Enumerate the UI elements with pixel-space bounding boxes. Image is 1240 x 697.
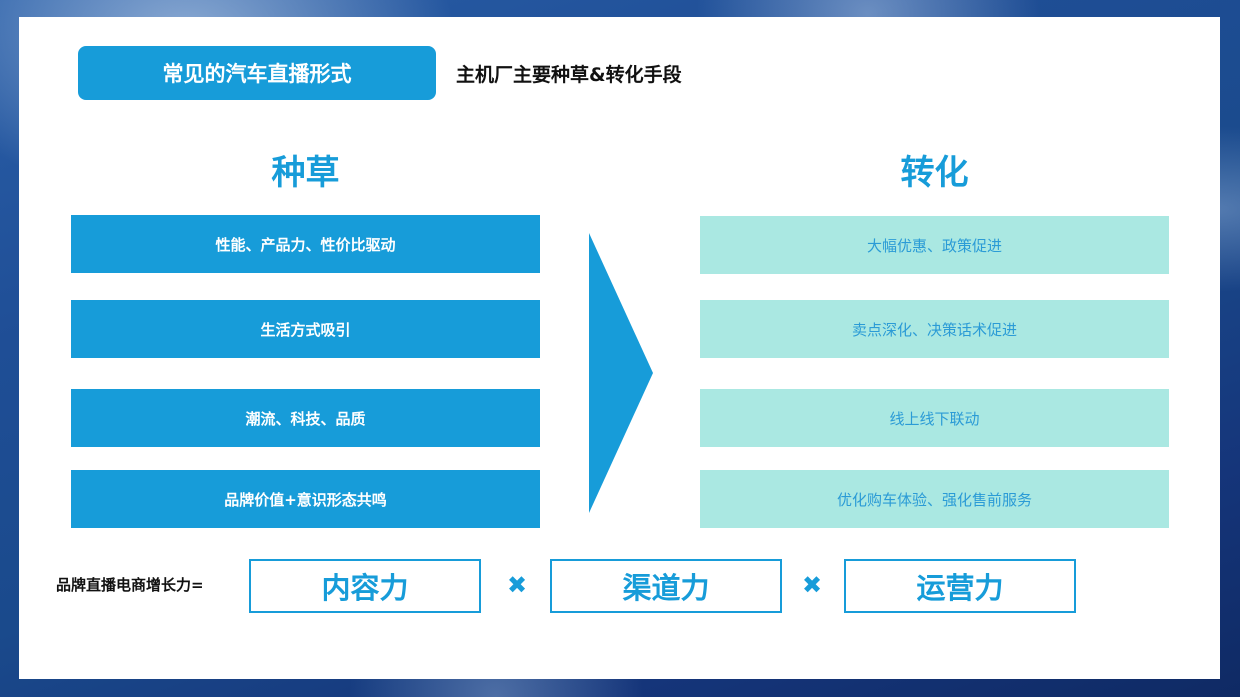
factor-label: 渠道力 — [622, 571, 710, 605]
seeding-item: 生活方式吸引 — [71, 300, 540, 358]
conversion-item-label: 线上线下联动 — [889, 409, 980, 428]
factor-operation-box: 运营力 — [844, 559, 1076, 613]
conversion-item-label: 卖点深化、决策话术促进 — [851, 320, 1017, 339]
seeding-item: 性能、产品力、性价比驱动 — [71, 215, 540, 273]
seeding-item-label: 性能、产品力、性价比驱动 — [215, 235, 396, 254]
multiply-icon: ✖ — [506, 571, 528, 599]
factor-label: 运营力 — [916, 571, 1004, 605]
header-subtitle: 主机厂主要种草&转化手段 — [456, 64, 682, 86]
seeding-item: 潮流、科技、品质 — [71, 389, 540, 447]
factor-channel-box: 渠道力 — [550, 559, 782, 613]
conversion-title: 转化 — [900, 153, 969, 193]
seeding-item-label: 生活方式吸引 — [260, 320, 351, 339]
conversion-item: 卖点深化、决策话术促进 — [700, 300, 1169, 358]
header-badge-label: 常见的汽车直播形式 — [162, 62, 352, 86]
conversion-item-label: 大幅优惠、政策促进 — [866, 236, 1002, 255]
factor-label: 内容力 — [321, 571, 409, 605]
conversion-item: 优化购车体验、强化售前服务 — [700, 470, 1169, 528]
multiply-icon: ✖ — [801, 571, 823, 599]
seeding-title: 种草 — [271, 153, 340, 193]
conversion-item: 线上线下联动 — [700, 389, 1169, 447]
arrow-right-triangle-icon — [589, 233, 653, 513]
formula-label: 品牌直播电商增长力= — [56, 576, 204, 594]
seeding-item-label: 潮流、科技、品质 — [245, 409, 366, 428]
factor-content-box: 内容力 — [249, 559, 481, 613]
conversion-item: 大幅优惠、政策促进 — [700, 216, 1169, 274]
conversion-item-label: 优化购车体验、强化售前服务 — [836, 490, 1032, 509]
seeding-item-label: 品牌价值+意识形态共鸣 — [224, 490, 387, 509]
seeding-item: 品牌价值+意识形态共鸣 — [71, 470, 540, 528]
header-badge: 常见的汽车直播形式 — [78, 46, 436, 100]
